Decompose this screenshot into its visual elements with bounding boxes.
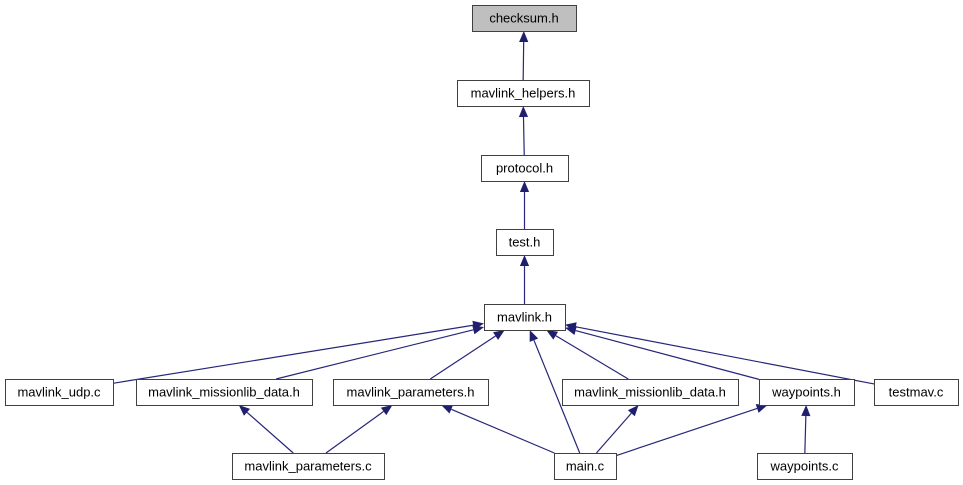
arrowhead-icon [472,325,484,335]
node-mavlink_h[interactable]: mavlink.h [484,304,566,331]
arrowhead-icon [441,405,454,414]
edge-line [429,335,496,380]
arrowhead-icon [546,330,559,340]
node-box[interactable] [232,453,385,480]
node-box[interactable] [496,229,554,256]
node-testmav_c[interactable]: testmav.c [874,379,959,406]
arrowhead-icon [519,181,530,192]
arrowhead-icon [801,405,811,417]
node-box[interactable] [484,304,566,331]
node-box[interactable] [333,379,489,406]
edge-line [575,326,875,385]
node-mavlink_missionlib_data_h_left[interactable]: mavlink_missionlib_data.h [136,379,313,406]
node-box[interactable] [562,379,739,406]
node-box[interactable] [5,379,114,406]
node-waypoints_h[interactable]: waypoints.h [759,379,855,406]
edge-line [112,324,474,384]
edge-line [325,410,384,454]
arrowhead-icon [493,330,505,340]
arrowhead-icon [380,405,393,416]
edge-line [804,415,807,454]
node-box[interactable] [759,379,855,406]
node-checksum_h[interactable]: checksum.h [472,5,577,32]
node-main_c[interactable]: main.c [554,453,617,480]
edge-line [615,407,758,457]
edge-line [555,335,629,380]
node-mavlink_parameters_h[interactable]: mavlink_parameters.h [333,379,489,406]
arrowhead-icon [519,255,530,266]
node-mavlink_missionlib_data_h_right[interactable]: mavlink_missionlib_data.h [562,379,739,406]
node-mavlink_helpers_h[interactable]: mavlink_helpers.h [457,80,590,107]
arrowhead-icon [755,404,768,413]
node-box[interactable] [136,379,313,406]
arrowhead-icon [238,405,251,416]
node-box[interactable] [472,5,577,32]
edge-line [575,330,760,380]
edge-line [451,408,555,454]
node-test_h[interactable]: test.h [496,229,554,256]
arrowhead-icon [519,31,529,43]
edge-line [595,412,632,454]
node-waypoints_c[interactable]: waypoints.c [757,453,853,480]
edge-line [533,339,581,454]
node-layer: checksum.h mavlink_helpers.h protocol.h tes… [5,5,959,480]
edge-line [246,411,294,454]
edge-line [522,41,525,81]
node-box[interactable] [757,453,853,480]
node-box[interactable] [554,453,617,480]
edge-line [522,116,525,156]
node-protocol_h[interactable]: protocol.h [481,155,569,182]
arrowhead-icon [565,322,577,332]
node-mavlink_udp_c[interactable]: mavlink_udp.c [5,379,114,406]
arrowhead-icon [627,405,639,417]
node-box[interactable] [874,379,959,406]
node-mavlink_parameters_c[interactable]: mavlink_parameters.c [232,453,385,480]
edge-layer [112,31,875,457]
arrowhead-icon [529,330,539,342]
arrowhead-icon [518,106,529,118]
node-box[interactable] [481,155,569,182]
node-box[interactable] [457,80,590,107]
edge-line [275,329,474,380]
